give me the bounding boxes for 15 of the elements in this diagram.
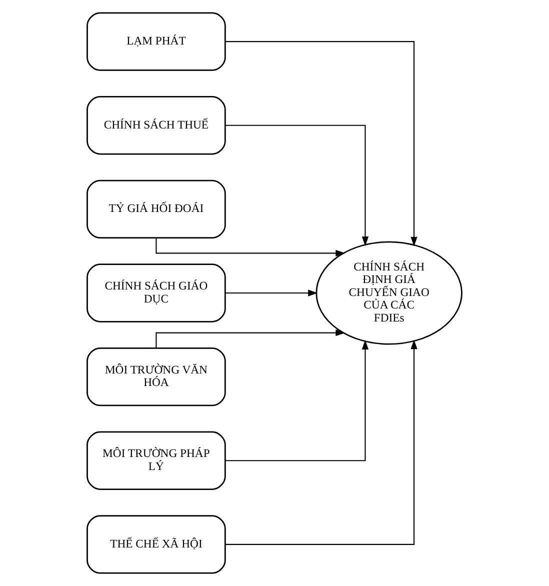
arrow [225,340,418,545]
arrow [225,340,369,462]
node-box: MÔI TRƯỜNG VĂN HÓA [86,347,226,406]
node-box: CHÍNH SÁCH GIÁO DỤC [86,264,226,322]
node-box: LẠM PHÁT [86,12,226,71]
arrow [225,41,418,246]
node-box: TỶ GIÁ HỐI ĐOÁI [86,180,226,239]
node-box: CHÍNH SÁCH THUẾ [86,96,226,155]
arrow [156,238,346,257]
arrow [225,124,369,246]
arrow [225,290,318,296]
node-ellipse: CHÍNH SÁCH ĐỊNH GIÁ CHUYỂN GIAO CỦA CÁC FDIEs [316,241,462,345]
node-box: THỂ CHẾ XÃ HỘI [86,515,226,574]
node-box: MÔI TRƯỜNG PHÁP LÝ [86,431,226,490]
arrow [156,329,346,348]
